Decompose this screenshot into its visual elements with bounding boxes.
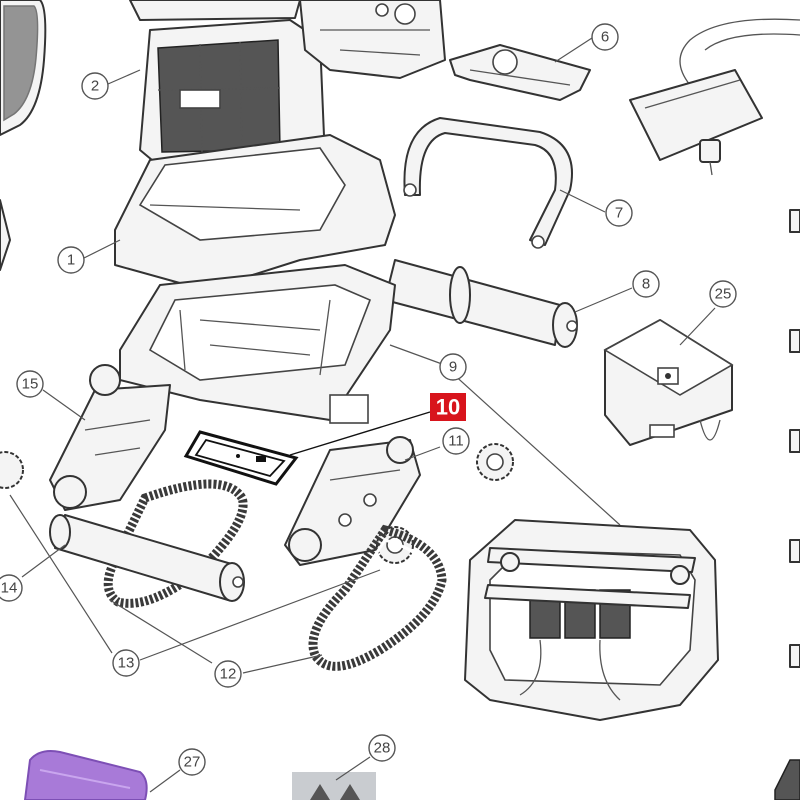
callout-25: 25: [709, 280, 737, 308]
callout-6-label: 6: [601, 29, 609, 46]
callout-8-label: 8: [642, 276, 650, 293]
callout-12-label: 12: [220, 666, 237, 683]
callout-27: 27: [178, 748, 206, 776]
callout-9-label: 9: [449, 359, 457, 376]
side-drive-housing-right: [284, 436, 421, 566]
purple-accessory: [23, 750, 148, 800]
callout-2-label: 2: [91, 78, 99, 95]
callout-8: 8: [632, 270, 660, 298]
bottom-assembly-view: [464, 519, 719, 721]
callout-10-label: 10: [436, 395, 460, 420]
motor-bracket: [449, 44, 591, 101]
callout-28-label: 28: [374, 740, 391, 757]
callout-14: 14: [0, 574, 23, 602]
callout-9: 9: [439, 353, 467, 381]
handle: [403, 117, 573, 249]
right-edge-clips: [789, 209, 800, 668]
callout-25-label: 25: [715, 286, 732, 303]
left-edge-fragment: [0, 199, 11, 271]
callout-7: 7: [605, 199, 633, 227]
gasket-plate: [183, 430, 299, 486]
drive-track-belt-right: [308, 524, 447, 671]
callout-15: 15: [16, 370, 44, 398]
top-cover: [114, 134, 396, 291]
callout-1: 1: [57, 246, 85, 274]
callout-11: 11: [442, 427, 470, 455]
side-drive-housing-left: [49, 364, 171, 511]
callout-6: 6: [591, 23, 619, 51]
callout-15-label: 15: [22, 376, 39, 393]
gear-wheel-left-edge: [0, 451, 24, 489]
leader-lines: [9, 37, 716, 793]
callout-11-label: 11: [448, 433, 464, 450]
accessory-item: [292, 772, 376, 800]
callout-1-label: 1: [67, 252, 75, 269]
callout-14-label: 14: [1, 580, 18, 597]
callout-2: 2: [81, 72, 109, 100]
filter-basket: [129, 0, 326, 181]
callout-13-label: 13: [118, 655, 135, 672]
front-brush-roller: [384, 259, 578, 348]
gear-wheel-right: [476, 443, 514, 481]
power-cable-float: [629, 18, 800, 176]
callout-27-label: 27: [184, 754, 201, 771]
callout-7-label: 7: [615, 205, 623, 222]
callout-28: 28: [368, 734, 396, 762]
chassis-body: [119, 264, 396, 424]
callout-13: 13: [112, 649, 140, 677]
filter-panel-top-left: [0, 0, 47, 136]
rear-brush-roller: [49, 514, 245, 602]
bottom-right-fragment: [774, 759, 800, 800]
callout-12: 12: [214, 660, 242, 688]
motor-unit: [299, 0, 446, 79]
power-supply-box: [603, 319, 734, 446]
callout-10-highlight: 10: [430, 393, 466, 421]
